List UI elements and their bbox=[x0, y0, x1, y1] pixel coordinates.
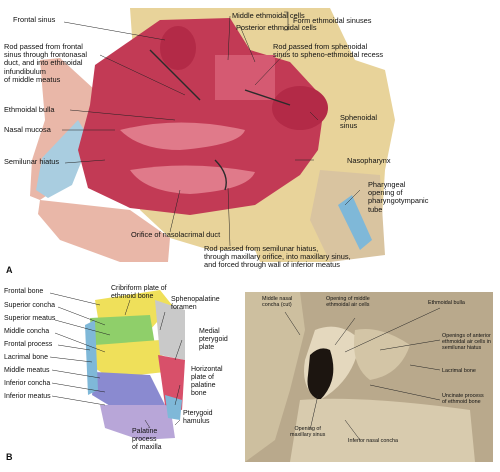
label-frontal-sinus: Frontal sinus bbox=[13, 15, 56, 24]
rod-frontal bbox=[149, 49, 201, 101]
label-lacrimal-bone-b: Lacrimal bone bbox=[442, 368, 476, 374]
inferior-concha-region bbox=[92, 372, 165, 412]
panel-a-letter: A bbox=[6, 265, 13, 275]
lip-skin bbox=[38, 200, 170, 262]
middle-concha-shape bbox=[120, 122, 245, 150]
label-inferior-concha: Inferior concha bbox=[4, 380, 51, 387]
label-lacrimal-bone: Lacrimal bone bbox=[4, 354, 48, 361]
pharyngotympanic-tube bbox=[338, 195, 372, 250]
label-nasopharynx: Nasopharynx bbox=[347, 156, 391, 165]
label-palatine-process: Palatine process of maxilla bbox=[132, 428, 162, 451]
panel-b-letter: B bbox=[6, 452, 13, 462]
label-rod-frontal: Rod passed from frontal sinus through fr… bbox=[4, 42, 87, 84]
label-middle-meatus: Middle meatus bbox=[4, 367, 50, 374]
sphenoid-region bbox=[155, 300, 185, 360]
label-nasal-mucosa: Nasal mucosa bbox=[4, 125, 51, 134]
label-pterygoid-hamulus: Pterygoid hamulus bbox=[183, 410, 213, 425]
rod-sphenoidal bbox=[244, 89, 291, 106]
sphenoidal-sinus-cavity bbox=[272, 86, 328, 130]
label-pharyngeal-opening: Pharyngeal opening of pharyngotympanic t… bbox=[368, 180, 429, 214]
rod-semilunar bbox=[214, 159, 227, 191]
label-opening-maxillary: Opening of maxillary sinus bbox=[290, 426, 326, 439]
label-superior-concha: Superior concha bbox=[4, 302, 55, 309]
label-inferior-meatus: Inferior meatus bbox=[4, 393, 51, 400]
label-uncinate-process: Uncinate process of ethmoid bone bbox=[442, 393, 484, 406]
frontal-sinus-cavity bbox=[160, 26, 196, 70]
label-posterior-ethmoidal: Posterior ethmoidal cells bbox=[236, 23, 317, 32]
label-orifice-nasolacrimal: Orifice of nasolacrimal duct bbox=[131, 230, 221, 239]
label-middle-nasal-concha: Middle nasal concha (cut) bbox=[262, 296, 293, 309]
palatine-process-region bbox=[100, 405, 175, 440]
label-ethmoidal-bulla-b: Ethmoidal bulla bbox=[428, 300, 465, 306]
panel-b-left-leaders bbox=[49, 292, 183, 429]
ethmoid-bracket bbox=[284, 11, 289, 31]
panel-b-right-photo bbox=[245, 292, 493, 462]
label-opening-middle-ethmoidal: Opening of middle ethmoidal air cells bbox=[326, 296, 370, 309]
ethmoidal-cells bbox=[215, 55, 275, 100]
label-cribriform: Cribriform plate of ethmoid bone bbox=[111, 285, 167, 300]
label-sphenoidal-sinus: Sphenoidal sinus bbox=[340, 113, 377, 131]
label-superior-meatus: Superior meatus bbox=[4, 315, 56, 322]
label-medial-pterygoid: Medial pterygoid plate bbox=[199, 328, 228, 351]
label-ethmoidal-bulla: Ethmoidal bulla bbox=[4, 105, 55, 114]
middle-concha-region bbox=[90, 340, 165, 378]
label-form-ethmoidal: Form ethmoidal sinuses bbox=[293, 16, 372, 25]
label-rod-semilunar: Rod passed from semilunar hiatus, throug… bbox=[204, 244, 351, 270]
panel-a-leaders bbox=[62, 15, 361, 247]
label-horizontal-plate: Horizontal plate of palatine bone bbox=[191, 366, 223, 397]
label-middle-ethmoidal: Middle ethmoidal cells bbox=[232, 11, 305, 20]
label-inferior-nasal-concha: Inferior nasal concha bbox=[348, 438, 399, 444]
label-sphenopalatine: Sphenopalatine foramen bbox=[171, 296, 220, 311]
horizontal-plate-region bbox=[165, 395, 182, 420]
label-frontal-bone: Frontal bone bbox=[4, 288, 44, 295]
panel-b-right-leaders bbox=[284, 307, 441, 441]
label-semilunar-hiatus: Semilunar hiatus bbox=[4, 157, 60, 166]
label-middle-concha: Middle concha bbox=[4, 328, 50, 335]
label-openings-anterior: Openings of anterior ethmoidal air cells… bbox=[442, 333, 491, 352]
panel-b-left-illustration bbox=[85, 290, 185, 440]
label-frontal-process: Frontal process bbox=[4, 341, 53, 348]
label-rod-sphenoidal: Rod passed from sphenoidal sinus to sphe… bbox=[273, 42, 384, 60]
medial-pterygoid-region bbox=[158, 355, 185, 410]
nasal-cartilage bbox=[36, 120, 90, 198]
